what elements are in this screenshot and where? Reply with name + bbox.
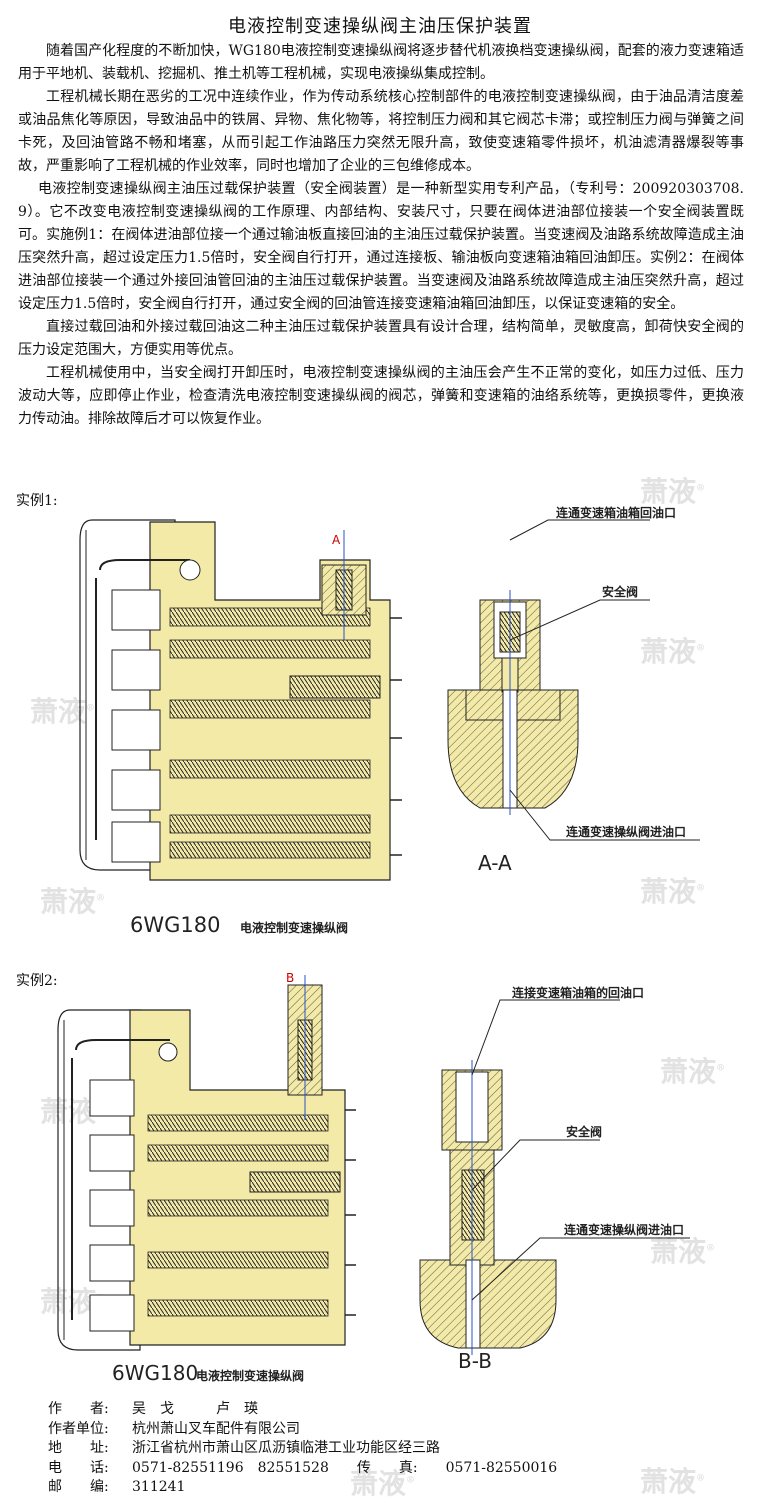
case2-label-mid: 安全阀 bbox=[566, 1124, 602, 1139]
case2-section-label: B-B bbox=[458, 1349, 492, 1373]
author-info: 作 者:吴 戈 卢 瑛 作者单位:杭州萧山叉车配件有限公司 地 址:浙江省杭州市… bbox=[48, 1400, 557, 1498]
watermark: 萧液® bbox=[350, 1467, 416, 1500]
footer-row: 作 者:吴 戈 卢 瑛 bbox=[48, 1401, 258, 1417]
document-title: 电液控制变速操纵阀主油压保护装置 bbox=[228, 16, 532, 37]
case2-label-bottom: 连通变速操纵阀进油口 bbox=[564, 1222, 684, 1237]
case2-label-top: 连接变速箱油箱的回油口 bbox=[512, 985, 644, 1000]
watermark: 萧液® bbox=[40, 1095, 105, 1128]
paragraph: 电液控制变速操纵阀主油压过载保护装置（安全阀装置）是一种新型实用专利产品，（专利… bbox=[18, 181, 744, 312]
case1-section-label: A-A bbox=[478, 851, 512, 875]
footer-row: 地 址:浙江省杭州市萧山区瓜沥镇临港工业功能区经三路 bbox=[48, 1440, 440, 1456]
case2-caption-text: 电液控制变速操纵阀 bbox=[196, 1368, 304, 1383]
case1-label: 实例1: bbox=[16, 493, 58, 509]
footer-row: 电 话:0571-82551196 82551528 传 真: 0571-825… bbox=[48, 1459, 558, 1476]
case1-caption-model: 6WG180 bbox=[130, 913, 220, 937]
case2-label: 实例2: bbox=[16, 973, 58, 989]
body-text: 随着国产化程度的不断加快，WG180电液控制变速操纵阀将逐步替代机液换档变速操纵… bbox=[18, 40, 744, 431]
watermark: 萧液® bbox=[660, 1055, 726, 1088]
footer-row: 作者单位:杭州萧山叉车配件有限公司 bbox=[48, 1420, 300, 1437]
case1-label-top: 连通变速箱油箱回油口 bbox=[556, 505, 676, 520]
watermark: 萧液® bbox=[640, 1465, 706, 1498]
watermark: 萧液® bbox=[640, 475, 706, 508]
watermark: 萧液® bbox=[640, 635, 706, 668]
case1-caption-text: 电液控制变速操纵阀 bbox=[240, 920, 348, 935]
case2-valve-drawing bbox=[57, 975, 356, 1351]
case2-marker: B bbox=[286, 971, 294, 985]
paragraph: 随着国产化程度的不断加快，WG180电液控制变速操纵阀将逐步替代机液换档变速操纵… bbox=[18, 43, 744, 82]
case2-section-drawing bbox=[419, 999, 690, 1355]
watermark: 萧液® bbox=[40, 885, 106, 918]
case1-label-mid: 安全阀 bbox=[602, 584, 638, 599]
case1-label-bottom: 连通变速操纵阀进油口 bbox=[566, 824, 686, 839]
watermark: 萧液® bbox=[30, 695, 96, 728]
paragraph: 直接过载回油和外接过载回油这二种主油压过载保护装置具有设计合理，结构简单，灵敏度… bbox=[18, 319, 744, 358]
footer-row: 邮 编:311241 bbox=[48, 1479, 186, 1495]
watermark: 萧液® bbox=[650, 1235, 716, 1268]
case1-valve-drawing bbox=[79, 519, 402, 881]
case1-section-drawing bbox=[447, 519, 700, 841]
case2-caption-model: 6WG180 bbox=[112, 1361, 198, 1385]
paragraph: 工程机械长期在恶劣的工况中连续作业，作为传动系统核心控制部件的电液控制变速操纵阀… bbox=[18, 89, 744, 174]
paragraph: 工程机械使用中，当安全阀打开卸压时，电液控制变速操纵阀的主油压会产生不正常的变化… bbox=[18, 365, 744, 427]
watermark: 萧液® bbox=[640, 875, 706, 908]
case1-marker: A bbox=[332, 533, 341, 547]
